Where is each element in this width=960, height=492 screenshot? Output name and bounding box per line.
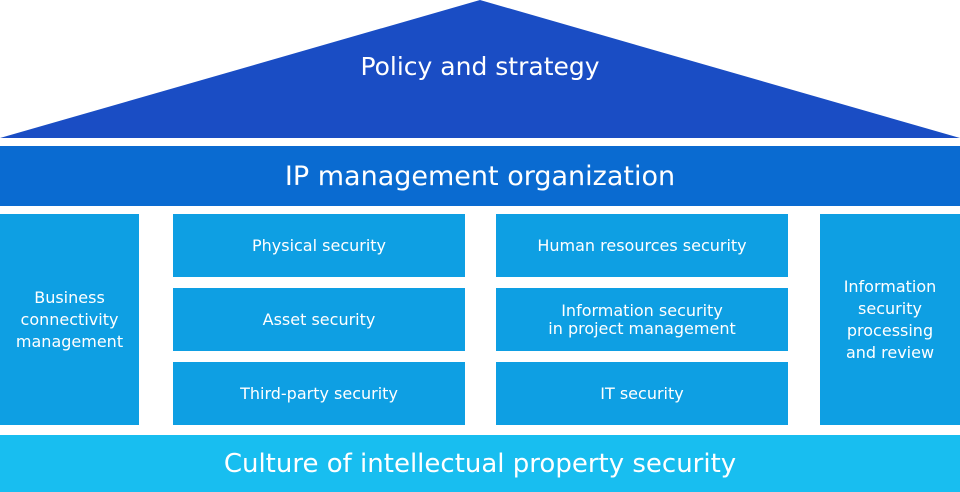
- business-connectivity-pillar: Business connectivity management: [0, 214, 139, 425]
- ip-management-organization-band: IP management organization: [0, 146, 960, 206]
- physical-security-label: Physical security: [251, 235, 387, 255]
- human-resources-security-label: Human resources security: [537, 235, 747, 255]
- asset-security-label: Asset security: [262, 309, 376, 329]
- culture-foundation-band: Culture of intellectual property securit…: [0, 435, 960, 492]
- culture-foundation-label: Culture of intellectual property securit…: [223, 448, 737, 479]
- ip-management-organization-label: IP management organization: [284, 160, 676, 192]
- roof-triangle: [0, 0, 960, 138]
- asset-security-box: Asset security: [173, 288, 465, 351]
- project-management-security-box: Information security in project manageme…: [496, 288, 788, 351]
- policy-and-strategy-label: Policy and strategy: [360, 52, 600, 81]
- project-management-security-label: Information security in project manageme…: [548, 300, 736, 338]
- security-processing-pillar: Information security processing and revi…: [820, 214, 960, 425]
- it-security-label: IT security: [600, 383, 684, 403]
- roof-shape: [0, 0, 960, 138]
- third-party-security-label: Third-party security: [240, 383, 398, 403]
- security-processing-label: Information security processing and revi…: [843, 276, 937, 362]
- human-resources-security-box: Human resources security: [496, 214, 788, 277]
- third-party-security-box: Third-party security: [173, 362, 465, 425]
- it-security-box: IT security: [496, 362, 788, 425]
- physical-security-box: Physical security: [173, 214, 465, 277]
- business-connectivity-label: Business connectivity management: [15, 287, 124, 351]
